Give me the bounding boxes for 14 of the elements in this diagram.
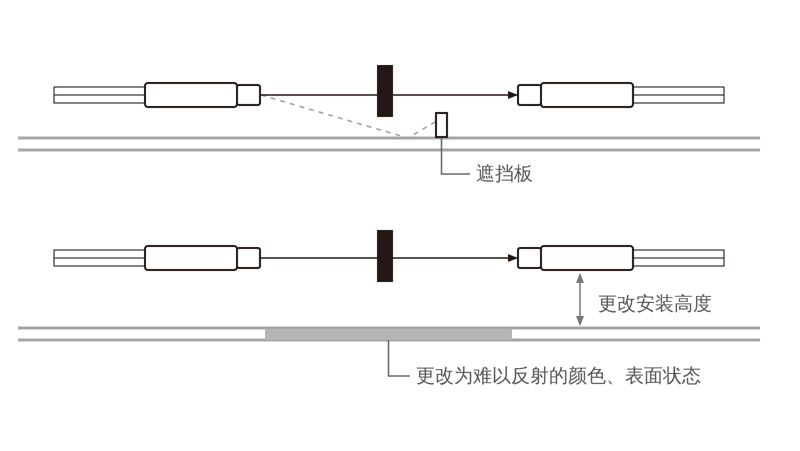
leader-line [388,340,410,377]
dimension-label: 更改安装高度 [598,292,712,316]
shield-plate [435,112,448,138]
light-beam [261,91,518,99]
surface-patch [265,329,512,340]
sensor-drawing [517,82,725,108]
sensor-drawing [53,82,261,108]
sensor-drawing [517,245,725,271]
callout-text: 更改为难以反射的颜色、表面状态 [416,364,701,388]
reflected-beam [260,94,436,139]
callout-text: 遮挡板 [476,162,533,186]
light-beam [261,254,518,262]
sensor-drawing [53,245,261,271]
leader-line [440,138,470,175]
